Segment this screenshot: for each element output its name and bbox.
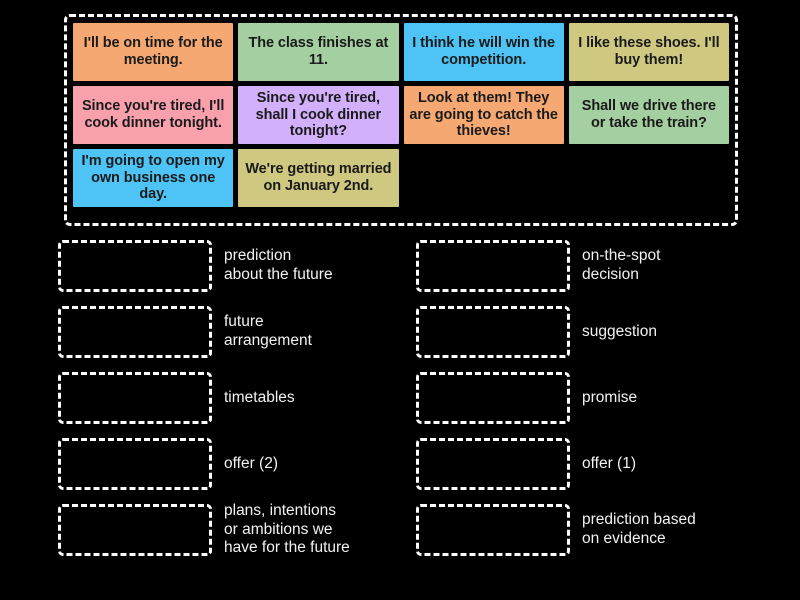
answer-column-right: on-the-spot decision suggestion promise off…	[416, 240, 796, 570]
answer-label: prediction based on evidence	[582, 511, 696, 547]
answer-row: promise	[416, 372, 796, 424]
answer-zones: prediction about the future future arrang…	[0, 240, 800, 590]
dropzone-right-4[interactable]	[416, 438, 570, 490]
tile-grid: I'll be on time for the meeting.The clas…	[73, 23, 729, 207]
answer-row: offer (2)	[58, 438, 438, 490]
draggable-tile[interactable]: The class finishes at 11.	[238, 23, 399, 81]
answer-label: on-the-spot decision	[582, 247, 661, 283]
draggable-tile[interactable]: Look at them! They are going to catch th…	[403, 86, 564, 144]
dropzone-left-3[interactable]	[58, 372, 212, 424]
draggable-tile[interactable]: Shall we drive there or take the train?	[568, 86, 729, 144]
draggable-tile[interactable]: I like these shoes. I'll buy them!	[568, 23, 729, 81]
answer-label: suggestion	[582, 322, 657, 340]
dropzone-right-1[interactable]	[416, 240, 570, 292]
tile-empty-slot	[569, 149, 729, 207]
draggable-tile[interactable]: I'll be on time for the meeting.	[73, 23, 234, 81]
dropzone-right-5[interactable]	[416, 504, 570, 556]
answer-column-left: prediction about the future future arrang…	[58, 240, 438, 570]
answer-label: offer (2)	[224, 454, 278, 472]
answer-row: offer (1)	[416, 438, 796, 490]
draggable-tile[interactable]: We're getting married on January 2nd.	[238, 149, 399, 207]
answer-label: plans, intentions or ambitions we have f…	[224, 501, 350, 557]
answer-row: suggestion	[416, 306, 796, 358]
dropzone-right-2[interactable]	[416, 306, 570, 358]
answer-row: prediction based on evidence	[416, 504, 796, 556]
draggable-tile[interactable]: I think he will win the competition.	[403, 23, 564, 81]
answer-row: prediction about the future	[58, 240, 438, 292]
dropzone-right-3[interactable]	[416, 372, 570, 424]
answer-row: on-the-spot decision	[416, 240, 796, 292]
answer-label: offer (1)	[582, 454, 636, 472]
answer-label: timetables	[224, 388, 295, 406]
answer-row: future arrangement	[58, 306, 438, 358]
dropzone-left-4[interactable]	[58, 438, 212, 490]
tile-empty-slot	[404, 149, 564, 207]
dropzone-left-5[interactable]	[58, 504, 212, 556]
answer-label: future arrangement	[224, 313, 312, 349]
answer-row: timetables	[58, 372, 438, 424]
draggable-tile[interactable]: Since you're tired, I'll cook dinner ton…	[73, 86, 234, 144]
draggable-tiles-container: I'll be on time for the meeting.The clas…	[64, 14, 738, 226]
answer-label: prediction about the future	[224, 247, 333, 283]
draggable-tile[interactable]: Since you're tired, shall I cook dinner …	[238, 86, 399, 144]
dropzone-left-2[interactable]	[58, 306, 212, 358]
answer-row: plans, intentions or ambitions we have f…	[58, 501, 438, 557]
answer-label: promise	[582, 388, 638, 406]
dropzone-left-1[interactable]	[58, 240, 212, 292]
draggable-tile[interactable]: I'm going to open my own business one da…	[73, 149, 234, 207]
